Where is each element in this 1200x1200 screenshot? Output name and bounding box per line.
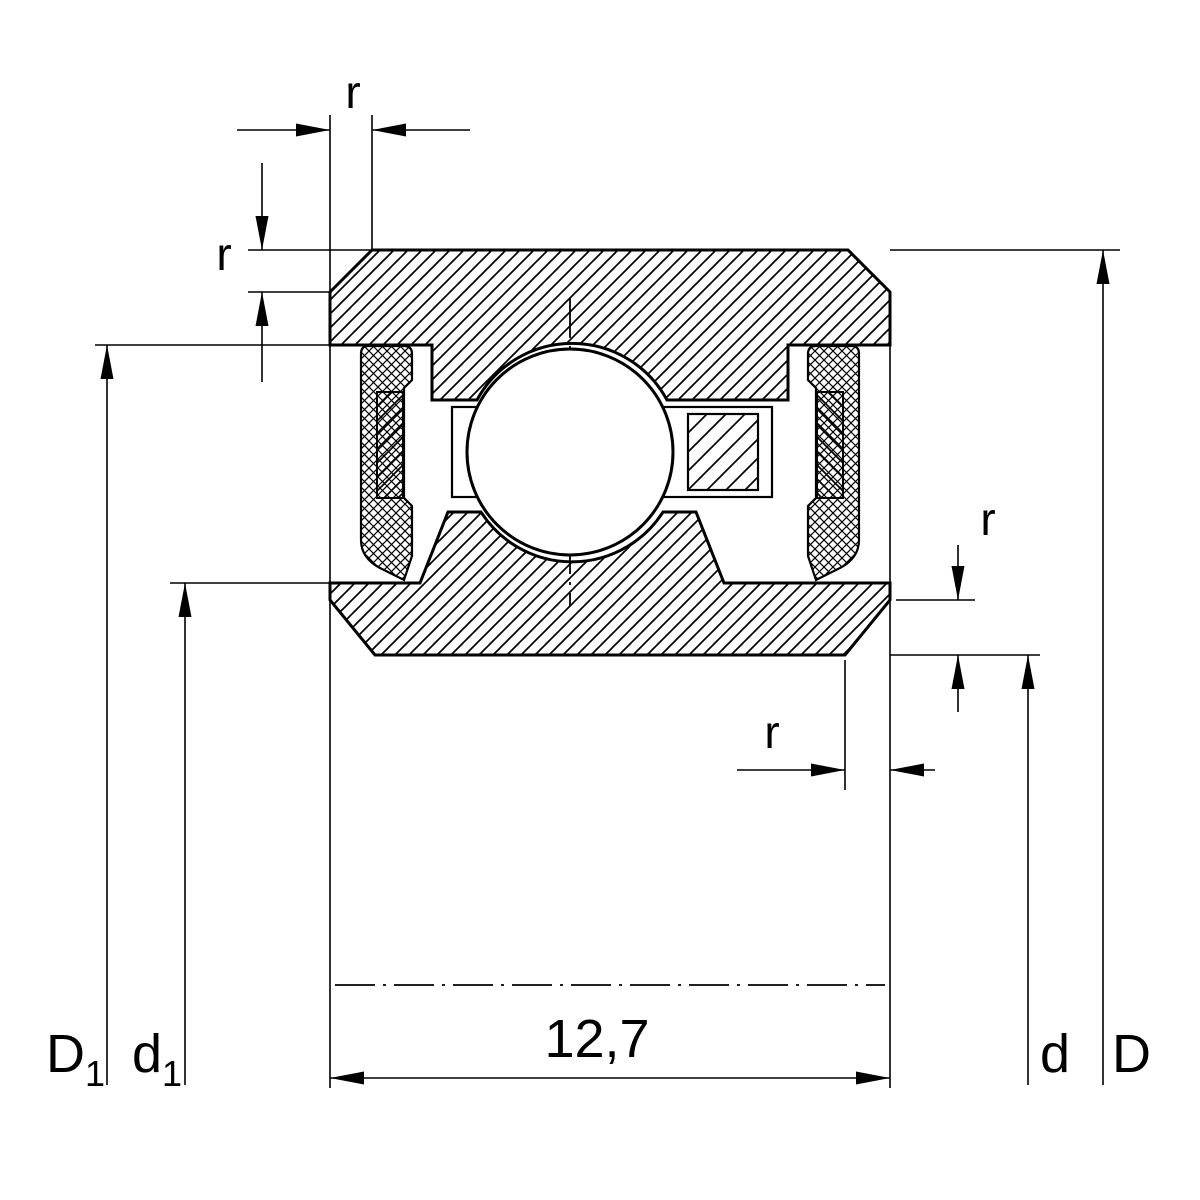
dimension-lines — [100, 123, 1110, 1085]
label-D1: D1 — [46, 1024, 105, 1094]
inner-ring — [328, 510, 892, 657]
label-width-value: 12,7 — [544, 1009, 649, 1069]
dim-r-top-arrow-left — [372, 123, 406, 137]
left-seal-insert — [376, 391, 404, 499]
left-seal — [359, 344, 414, 582]
dimension-labels: r r r r 12,7 D1 d1 d D — [46, 66, 1151, 1094]
label-r-left: r — [216, 228, 231, 280]
label-D: D — [1112, 1024, 1151, 1084]
label-D1-sub: 1 — [85, 1053, 105, 1094]
label-r-right-horizontal: r — [764, 706, 779, 758]
dim-r-top-arrow-right — [296, 123, 330, 137]
dim-d1-arrow — [178, 583, 192, 617]
label-d1-sub: 1 — [162, 1053, 182, 1094]
bearing-section — [328, 248, 892, 657]
dim-r-righth-arrow-left — [890, 763, 924, 777]
dim-d-arrow — [1021, 655, 1035, 689]
outer-ring — [328, 248, 892, 402]
label-r-top: r — [345, 66, 360, 118]
label-d1: d1 — [132, 1024, 182, 1094]
label-d: d — [1040, 1024, 1070, 1084]
dim-width-arrow-left — [330, 1071, 364, 1085]
label-D1-base: D — [46, 1024, 85, 1084]
dim-r-rightv-arrow-down — [951, 566, 965, 600]
dim-r-righth-arrow-right — [811, 763, 845, 777]
label-r-right-vertical: r — [980, 493, 995, 545]
ball — [465, 347, 675, 557]
label-d1-base: d — [132, 1024, 162, 1084]
cage-rivet-section — [686, 412, 760, 492]
dim-D1-arrow — [100, 345, 114, 379]
dim-r-left-arrow-up — [255, 292, 269, 326]
right-seal-insert — [816, 391, 844, 499]
dim-r-rightv-arrow-up — [951, 655, 965, 689]
right-seal — [806, 344, 861, 582]
dim-r-left-arrow-down — [255, 216, 269, 250]
dim-D-arrow — [1096, 250, 1110, 284]
dim-width-arrow-right — [856, 1071, 890, 1085]
